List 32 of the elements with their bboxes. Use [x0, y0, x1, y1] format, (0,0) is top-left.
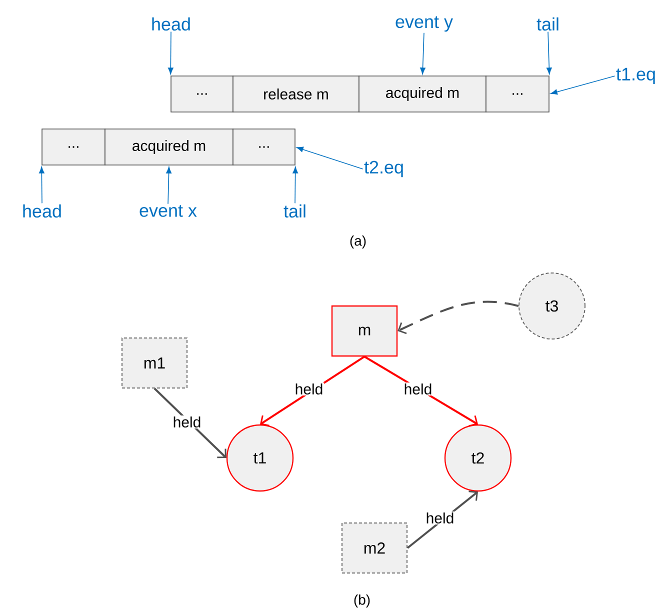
pointer-label: event y: [396, 16, 453, 32]
arrow: [292, 166, 298, 204]
arrow: [168, 31, 174, 74]
queue-cell: ...: [232, 128, 296, 166]
arrow: [398, 300, 519, 334]
dashed-box: m1: [122, 338, 188, 388]
arrow: [546, 31, 552, 74]
queue-cell: ...: [486, 76, 550, 112]
queue-cell: ...: [42, 128, 106, 166]
arrow: [550, 76, 616, 95]
edge-label: held: [424, 511, 456, 524]
caption: (a): [350, 235, 366, 249]
arrow: [166, 166, 172, 204]
caption: (b): [354, 594, 370, 608]
pointer-label: t2.eq: [364, 160, 403, 178]
dashed-box: m2: [342, 522, 408, 574]
pointer-label: head: [152, 17, 190, 31]
circle-node: t2: [444, 424, 512, 492]
arrow: [296, 146, 364, 170]
edge-label: held: [294, 382, 324, 396]
queue-cell: ...: [170, 76, 234, 112]
square-node: m: [331, 305, 398, 357]
pointer-label: head: [23, 204, 61, 218]
circle-node: t1: [226, 424, 294, 492]
edge-label: held: [172, 415, 202, 428]
pointer-label: t1.eq: [616, 68, 655, 84]
pointer-label: tail: [536, 17, 558, 31]
arrow: [38, 166, 44, 204]
pointer-label: tail: [284, 204, 306, 218]
edge-label: held: [402, 382, 434, 396]
pointer-label: event x: [140, 205, 197, 217]
arrow: [420, 32, 426, 74]
